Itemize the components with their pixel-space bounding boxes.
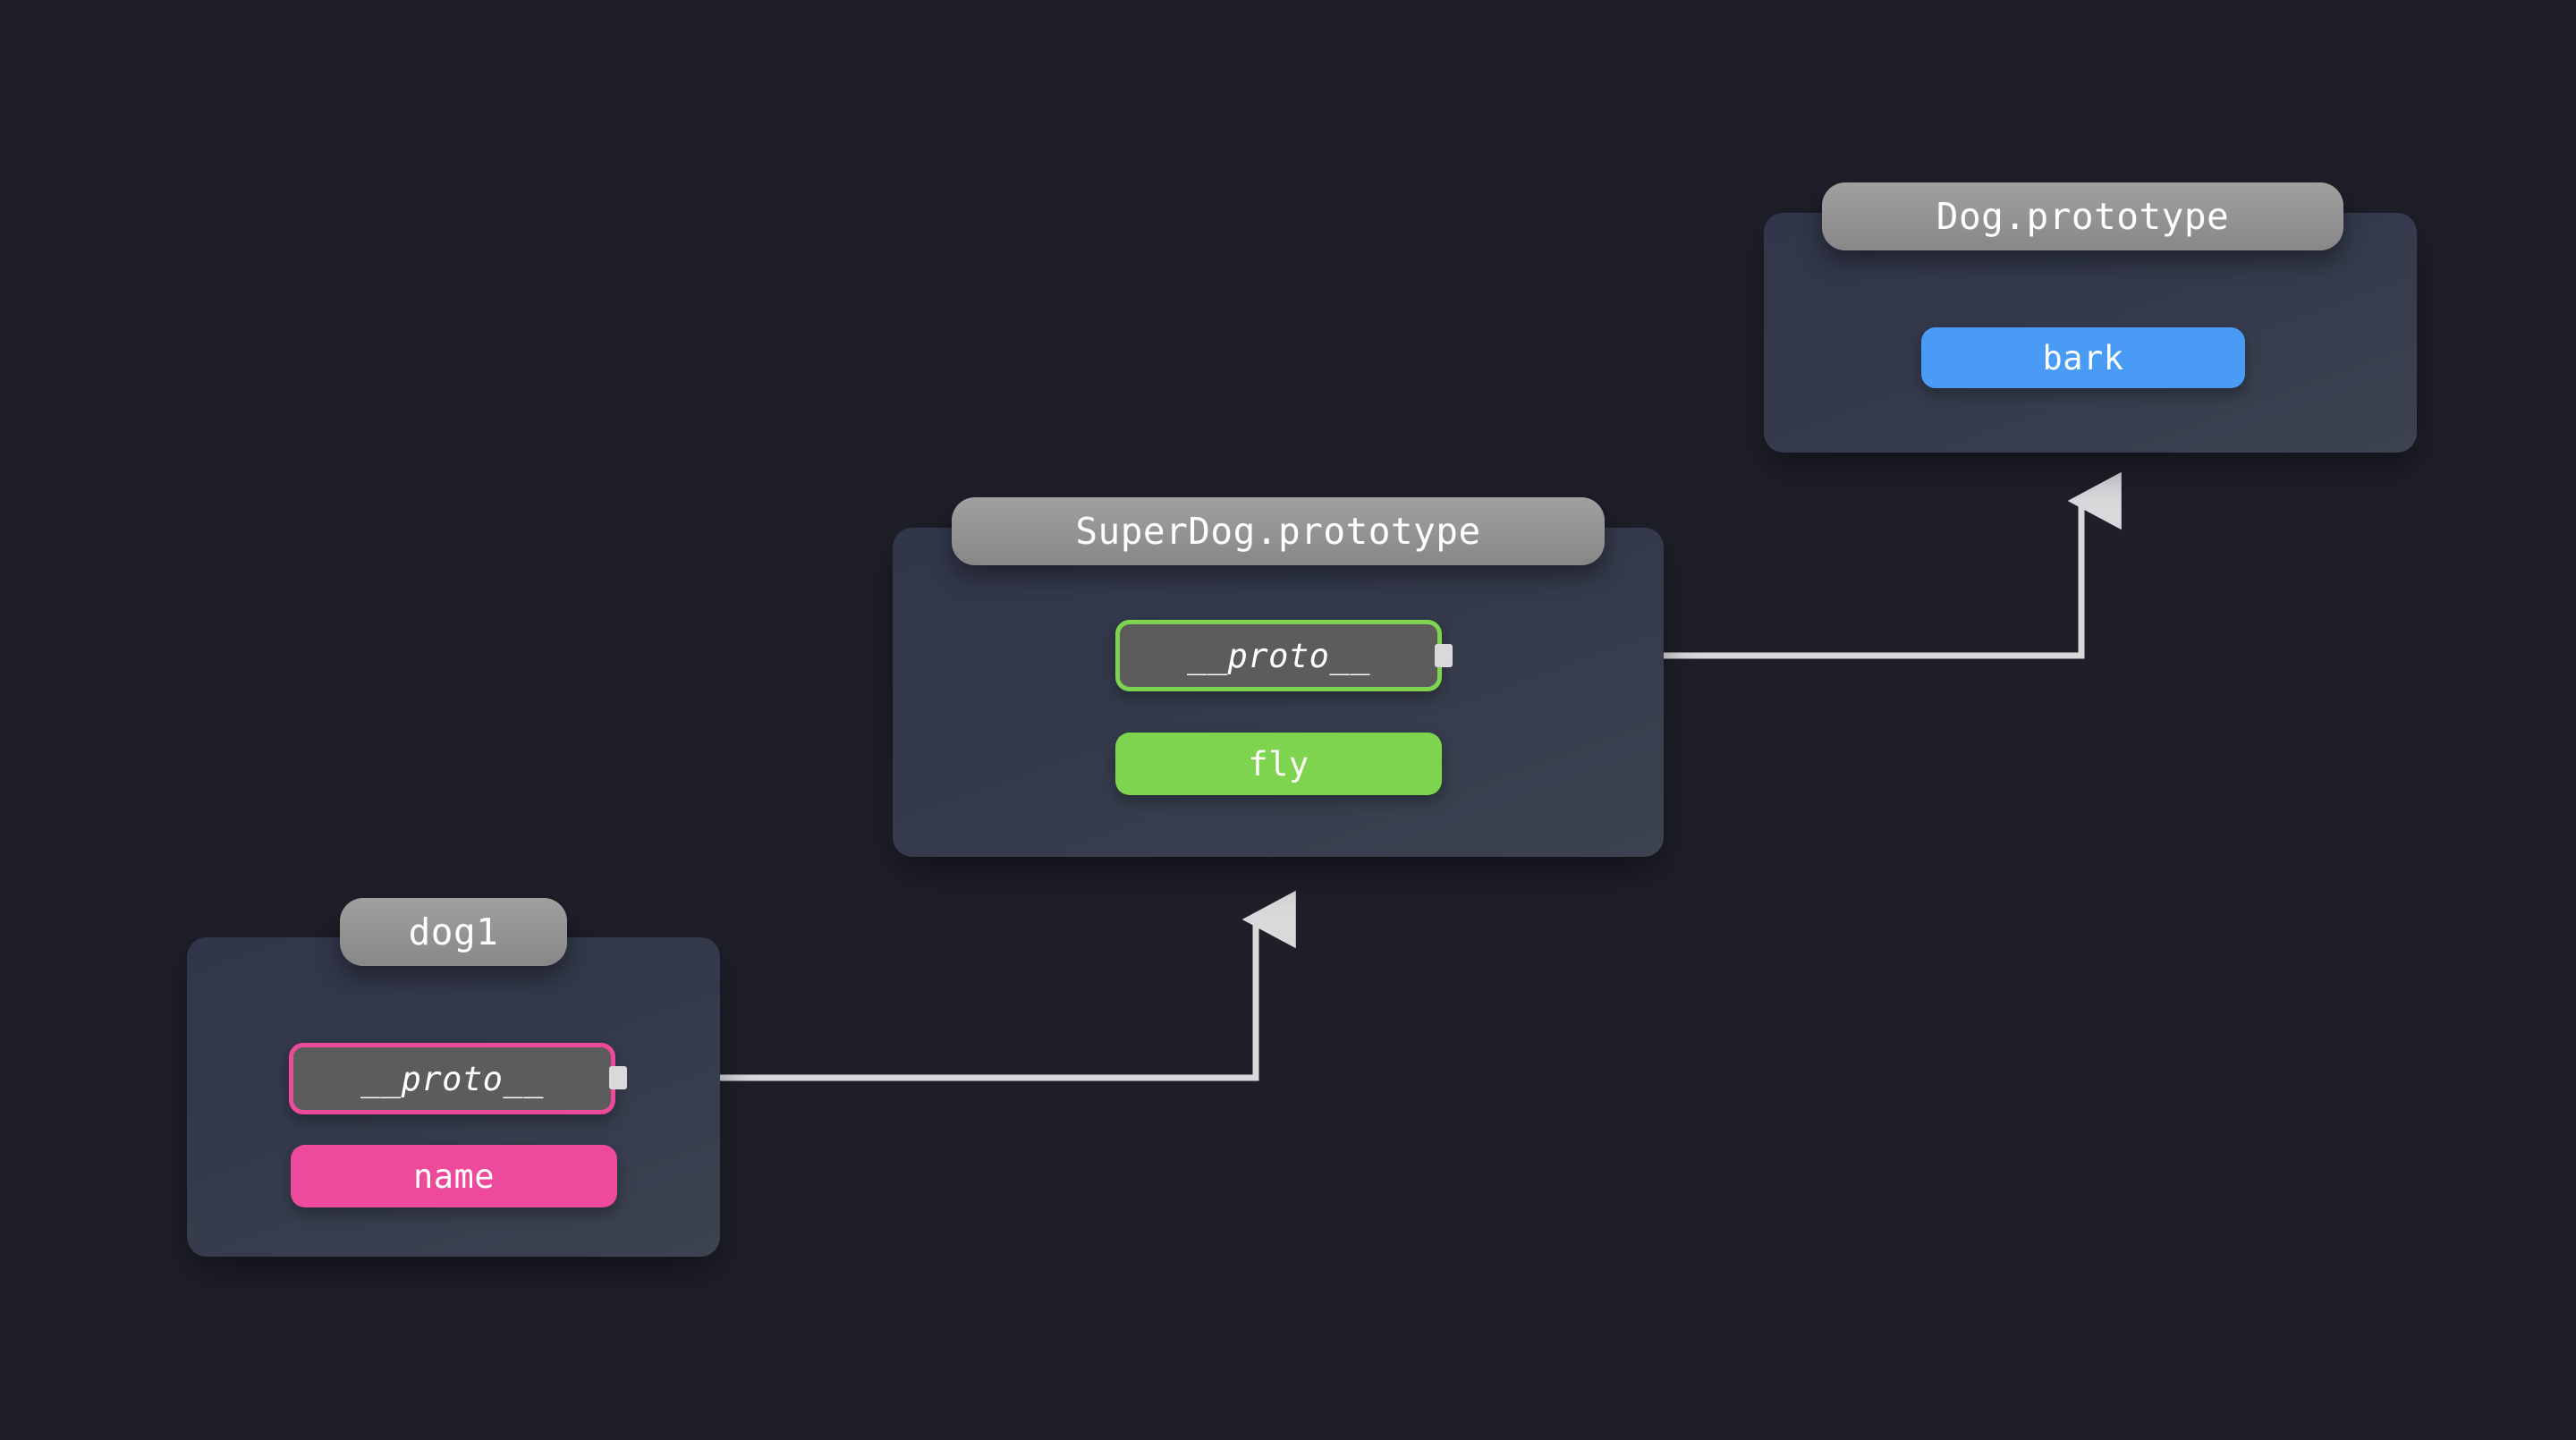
object-title-dog1: dog1 <box>340 898 567 966</box>
property-bark[interactable]: bark <box>1921 327 2245 388</box>
property-name[interactable]: name <box>291 1145 617 1207</box>
object-title-superdog-prototype: SuperDog.prototype <box>952 497 1605 565</box>
object-panel-superdog-prototype <box>893 528 1664 857</box>
connector-anchor-superdog-proto <box>1435 644 1453 667</box>
property-fly[interactable]: fly <box>1115 733 1442 795</box>
object-title-dog-prototype: Dog.prototype <box>1822 182 2343 250</box>
property-dog1-proto[interactable]: __proto__ <box>289 1043 615 1114</box>
connector-anchor-dog1-proto <box>609 1066 627 1089</box>
property-superdog-proto[interactable]: __proto__ <box>1115 620 1442 691</box>
